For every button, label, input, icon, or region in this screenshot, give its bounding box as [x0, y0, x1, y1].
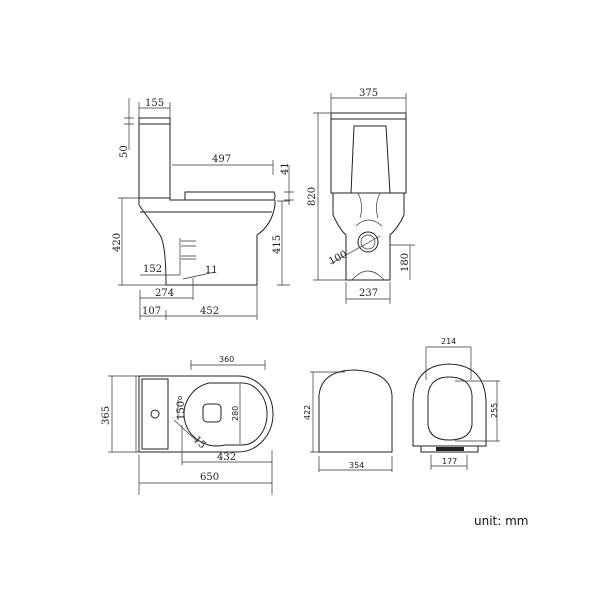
dim-base-length: 452 [200, 306, 219, 317]
dim-seat-thickness: 41 [280, 162, 291, 175]
unit-label: unit: mm [474, 514, 529, 528]
dim-inner-height: 255 [490, 403, 499, 418]
dim-seat-length: 497 [212, 154, 231, 165]
dim-angle: 11 [205, 265, 218, 276]
seat-lid-view: 422 354 [303, 369, 393, 472]
dim-outlet-height-front: 180 [400, 253, 411, 272]
dim-height-right: 415 [272, 235, 283, 254]
side-view: 155 50 497 41 420 415 152 11 274 107 452 [112, 98, 294, 320]
dim-tank-lid: 50 [119, 145, 130, 158]
dim-lid-height: 422 [303, 405, 312, 420]
top-view: 365 360 280 150 15 432 650 [101, 355, 274, 495]
dim-bowl-to-front: 432 [217, 452, 236, 463]
dim-front-width: 375 [359, 88, 378, 99]
dim-hole-spacing: 150 [176, 401, 187, 420]
dim-bowl-width: 280 [231, 406, 240, 421]
dim-tank-width: 155 [145, 98, 164, 109]
dim-base-width: 237 [359, 288, 378, 299]
dim-bowl-length: 360 [219, 355, 234, 364]
seat-open-view: 214 255 177 [412, 337, 500, 470]
dim-rear-offset: 107 [142, 306, 161, 317]
front-view: 375 820 100 180 237 [307, 88, 415, 304]
dim-hinge-width: 177 [442, 457, 457, 466]
dim-outlet-to-wall: 274 [155, 288, 174, 299]
dim-total-height: 820 [307, 187, 318, 206]
dim-outlet-height: 152 [143, 264, 162, 275]
dim-inner-width: 214 [441, 337, 456, 346]
dim-height-left: 420 [112, 233, 123, 252]
dim-total-length: 650 [200, 472, 219, 483]
dim-lid-width: 354 [349, 461, 364, 470]
dim-top-depth: 365 [101, 406, 112, 425]
